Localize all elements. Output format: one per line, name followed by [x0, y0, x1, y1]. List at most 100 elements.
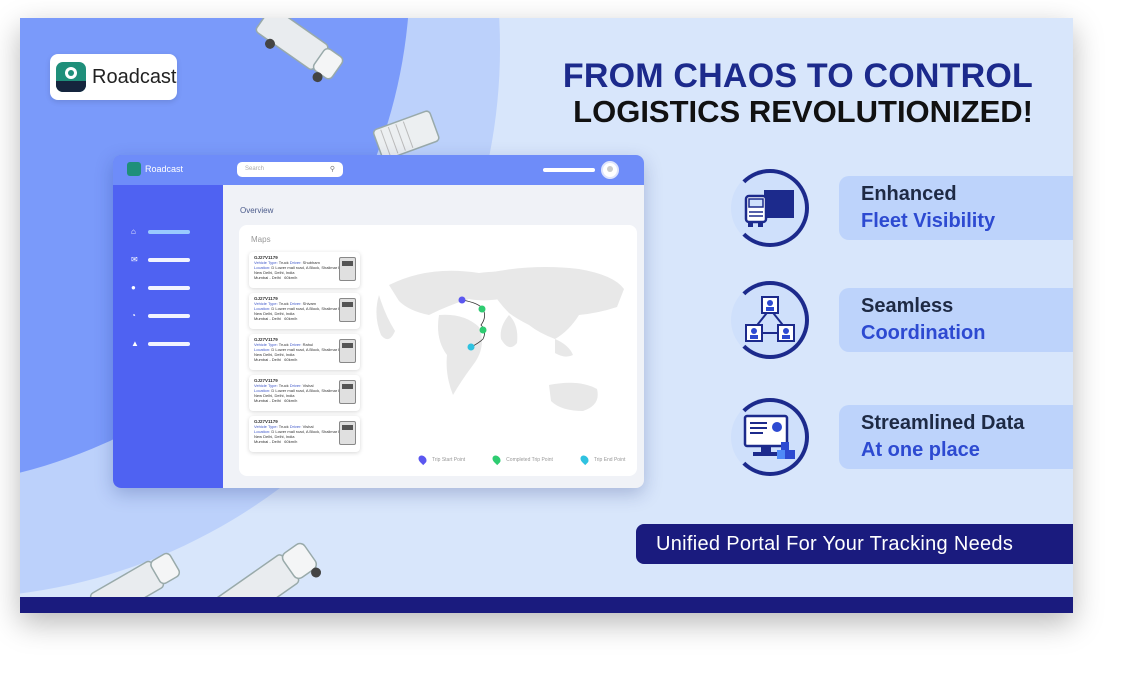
trip-id: GJ27V1179	[254, 419, 278, 424]
location-text: D Lower mall road, A Block, Shalimar Bag…	[254, 388, 349, 398]
dashboard-sidebar	[113, 155, 223, 488]
trip-card[interactable]: GJ27V1179 Vehicle Type: Truck Driver: Vi…	[249, 416, 360, 452]
trip-id: GJ27V1179	[254, 255, 278, 260]
bottom-bar	[20, 597, 1073, 613]
feature-title: Streamlined Data	[861, 412, 1025, 434]
route-text: Mumbai - Delhi	[254, 357, 281, 362]
avatar[interactable]	[601, 161, 619, 179]
monitor-data-icon	[743, 414, 795, 459]
vehicle-type-label: Vehicle Type:	[254, 301, 278, 306]
network-users-icon	[745, 296, 795, 342]
cta-banner[interactable]: Unified Portal For Your Tracking Needs	[636, 524, 1073, 564]
pin-icon	[416, 453, 429, 466]
location-label: Location:	[254, 265, 271, 270]
vehicle-type-label: Vehicle Type:	[254, 424, 278, 429]
truck-icon	[339, 298, 356, 322]
driver-name: Shivam	[302, 301, 317, 306]
search-icon[interactable]: ⚲	[329, 166, 335, 173]
trip-card[interactable]: GJ27V1179 Vehicle Type: Truck Driver: Vi…	[249, 375, 360, 411]
feature-fleet-visibility: Enhanced Fleet Visibility	[731, 169, 1073, 247]
route-text: Mumbai - Delhi	[254, 398, 281, 403]
dashboard-brand[interactable]: Roadcast	[127, 162, 183, 176]
maps-title: Maps	[251, 235, 271, 244]
search-input[interactable]: Search ⚲	[237, 162, 343, 177]
dashboard-mockup: Roadcast Search ⚲ ⌂ ✉ ● ◔ ▲ Overview Map…	[113, 155, 644, 488]
promo-banner: Roadcast FROM CHAOS TO CONTROL LOGISTICS…	[20, 18, 1073, 613]
feature-icon-circle	[731, 281, 809, 359]
dashboard-topbar: Roadcast Search ⚲	[113, 155, 644, 185]
legend-end: Trip End Point	[578, 453, 625, 466]
truck-icon	[744, 190, 794, 227]
driver-label: Driver:	[289, 301, 302, 306]
feature-panel: Enhanced Fleet Visibility	[839, 176, 1073, 240]
sidebar-item-reports[interactable]: ◔	[131, 311, 190, 320]
driver-label: Driver:	[289, 342, 302, 347]
vehicle-type-label: Vehicle Type:	[254, 260, 278, 265]
maps-card: Maps GJ27V1179 Vehicl	[239, 225, 637, 476]
map-legend: Trip Start Point Completed Trip Point Tr…	[416, 453, 625, 466]
legend-completed-label: Completed Trip Point	[506, 456, 553, 463]
brand-name: Roadcast	[92, 65, 177, 88]
vehicle-type: Truck	[278, 424, 289, 429]
vehicle-type: Truck	[278, 301, 289, 306]
truck-mid-decoration	[372, 110, 440, 161]
location-text: D Lower mall road, A Block, Shalimar Bag…	[254, 347, 349, 357]
route-text: Mumbai - Delhi	[254, 439, 281, 444]
feature-subtitle: Coordination	[861, 322, 986, 344]
sidebar-item-mail[interactable]: ✉	[131, 255, 190, 264]
location-label: Location:	[254, 347, 271, 352]
world-map[interactable]	[369, 255, 629, 445]
driver-name: Vishal	[302, 383, 314, 388]
search-placeholder: Search	[245, 166, 265, 172]
feature-streamlined-data: Streamlined Data At one place	[731, 398, 1073, 476]
user-name-placeholder	[543, 168, 595, 172]
home-icon: ⌂	[131, 227, 136, 236]
route-text: Mumbai - Delhi	[254, 275, 281, 280]
legend-start-label: Trip Start Point	[432, 456, 466, 463]
vehicle-type-label: Vehicle Type:	[254, 342, 278, 347]
truck-icon	[339, 257, 356, 281]
roadcast-mini-logo-icon	[127, 162, 141, 176]
pie-chart-icon: ◔	[131, 311, 136, 320]
brand-logo-card[interactable]: Roadcast	[50, 54, 177, 100]
dashboard-brand-name: Roadcast	[145, 164, 184, 174]
speed-text: 60km/h	[284, 398, 298, 403]
driver-label: Driver:	[289, 260, 302, 265]
feature-subtitle: At one place	[861, 439, 980, 461]
feature-title: Enhanced	[861, 183, 957, 205]
trip-id: GJ27V1179	[254, 378, 278, 383]
speed-text: 60km/h	[284, 357, 298, 362]
trip-id: GJ27V1179	[254, 296, 278, 301]
truck-top-decoration	[255, 18, 344, 83]
trip-card[interactable]: GJ27V1179 Vehicle Type: Truck Driver: Sh…	[249, 252, 360, 288]
trip-card[interactable]: GJ27V1179 Vehicle Type: Truck Driver: Ra…	[249, 334, 360, 370]
driver-label: Driver:	[289, 383, 302, 388]
feature-panel: Streamlined Data At one place	[839, 405, 1073, 469]
trip-card[interactable]: GJ27V1179 Vehicle Type: Truck Driver: Sh…	[249, 293, 360, 329]
user-icon: ●	[131, 283, 136, 292]
feature-subtitle: Fleet Visibility	[861, 210, 996, 232]
headline: FROM CHAOS TO CONTROL LOGISTICS REVOLUTI…	[563, 58, 1033, 130]
headline-line-1: FROM CHAOS TO CONTROL	[562, 57, 1033, 95]
route-text: Mumbai - Delhi	[254, 316, 281, 321]
legend-start: Trip Start Point	[416, 453, 466, 466]
feature-icon-circle	[731, 398, 809, 476]
vehicle-type: Truck	[278, 260, 289, 265]
sidebar-item-alerts[interactable]: ▲	[131, 339, 190, 348]
legend-completed: Completed Trip Point	[491, 453, 553, 466]
roadcast-logo-icon	[56, 62, 86, 92]
vehicle-type: Truck	[278, 383, 289, 388]
driver-label: Driver:	[289, 424, 302, 429]
sidebar-item-users[interactable]: ●	[131, 283, 190, 292]
sidebar-item-home[interactable]: ⌂	[131, 227, 190, 236]
headline-line-2: LOGISTICS REVOLUTIONIZED!	[573, 94, 1033, 129]
location-text: D Lower mall road, A Block, Shalimar Bag…	[254, 306, 349, 316]
vehicle-type: Truck	[278, 342, 289, 347]
speed-text: 60km/h	[284, 439, 298, 444]
pin-icon	[491, 453, 503, 466]
speed-text: 60km/h	[284, 316, 298, 321]
speed-text: 60km/h	[284, 275, 298, 280]
feature-panel: Seamless Coordination	[839, 288, 1073, 352]
location-text: D Lower mall road, A Block, Shalimar Bag…	[254, 429, 349, 439]
feature-title: Seamless	[861, 295, 954, 317]
